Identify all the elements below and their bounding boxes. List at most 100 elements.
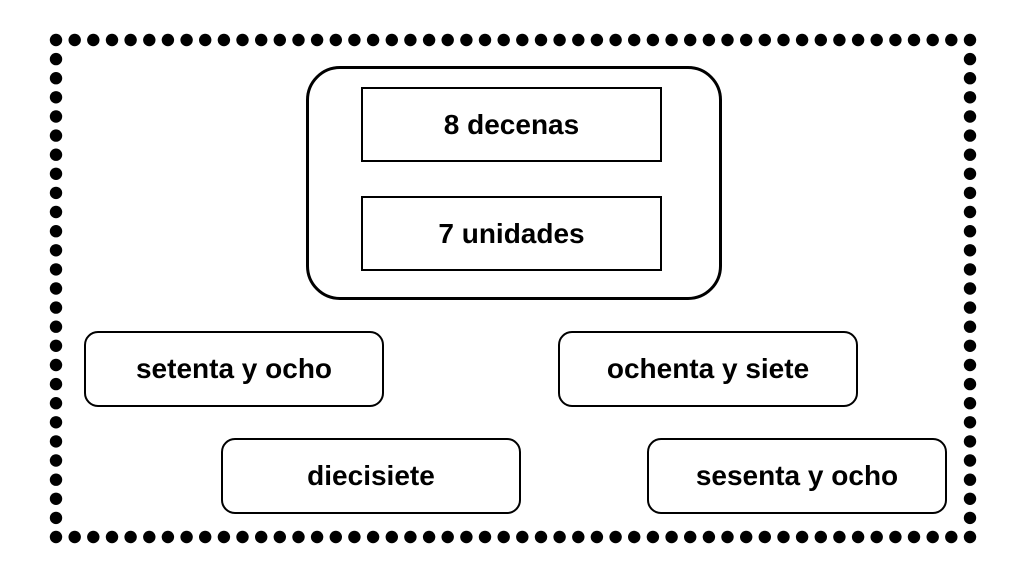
border-dot [963,110,977,123]
border-dot [646,530,660,544]
border-dot [273,530,286,544]
border-dot [926,530,939,544]
border-dot [534,33,548,47]
border-dot [422,33,436,47]
border-dot [553,33,566,47]
border-dot [385,33,398,47]
answer-option-setenta-y-ocho[interactable]: setenta y ocho [84,331,384,407]
border-dot [49,511,63,525]
border-dot [963,52,977,66]
border-dot [590,33,604,47]
border-dot [161,33,175,47]
border-dot [255,530,268,544]
border-dot [963,91,977,104]
border-dot [49,33,63,47]
border-dot [68,33,81,47]
border-dot [963,33,977,47]
border-dot [49,454,63,467]
border-dot [385,530,398,544]
border-dot [907,33,921,47]
border-dot [49,473,63,486]
border-dot [422,530,436,544]
border-dot [49,301,63,314]
border-dot [572,530,585,544]
border-dot [49,91,63,104]
border-dot [460,33,473,47]
answer-option-diecisiete[interactable]: diecisiete [221,438,521,514]
border-dot [795,530,809,544]
border-dot [516,530,529,544]
border-dot [49,416,63,429]
border-dot [963,320,977,333]
border-dot [404,530,417,544]
border-dot [795,33,809,47]
border-dot [684,33,697,47]
border-dot [49,358,63,372]
border-dot [534,530,548,544]
border-dot [665,33,678,47]
answer-option-sesenta-y-ocho[interactable]: sesenta y ocho [647,438,947,514]
border-dot [963,225,977,238]
border-dot [310,530,324,544]
border-dot [963,263,977,276]
border-dot [963,435,977,448]
border-dot [143,33,156,47]
border-dot [49,263,63,276]
border-dot [963,473,977,486]
border-dot [814,530,827,544]
border-dot [590,530,604,544]
border-dot [646,33,660,47]
border-dot [963,282,977,295]
border-dot [348,530,361,544]
answer-option-ochenta-y-siete[interactable]: ochenta y siete [558,331,858,407]
border-dot [963,397,977,410]
border-dot [758,530,771,544]
border-dot [329,33,342,47]
border-dot [609,530,622,544]
border-dot [945,33,958,47]
ones-label: 7 unidades [361,196,662,271]
border-dot [49,492,63,505]
border-dot [721,530,734,544]
border-dot [497,33,510,47]
border-dot [665,530,678,544]
border-dot [217,33,231,47]
border-dot [702,530,716,544]
border-dot [553,530,566,544]
border-dot [49,530,63,544]
border-dot [105,530,119,544]
border-dot [833,530,846,544]
border-dot [49,397,63,410]
border-dot [161,530,175,544]
border-dot [963,148,977,161]
border-dot [963,511,977,525]
border-dot [199,33,212,47]
border-dot [833,33,846,47]
border-dot [49,244,63,257]
border-dot [740,530,753,544]
border-dot [963,416,977,429]
border-dot [702,33,716,47]
border-dot [628,33,641,47]
border-dot [777,33,790,47]
border-dot [348,33,361,47]
border-dot [441,33,454,47]
border-dot [907,530,921,544]
border-dot [851,33,865,47]
border-dot [217,530,231,544]
border-dot [572,33,585,47]
border-dot [49,435,63,448]
border-dot [609,33,622,47]
border-dot [777,530,790,544]
border-dot [49,72,63,85]
border-dot [68,530,81,544]
border-dot [963,186,977,200]
border-dot [851,530,865,544]
border-dot [963,72,977,85]
border-dot [963,530,977,544]
border-dot [180,33,193,47]
border-dot [143,530,156,544]
border-dot [963,339,977,352]
border-dot [870,530,883,544]
border-dot [236,530,249,544]
